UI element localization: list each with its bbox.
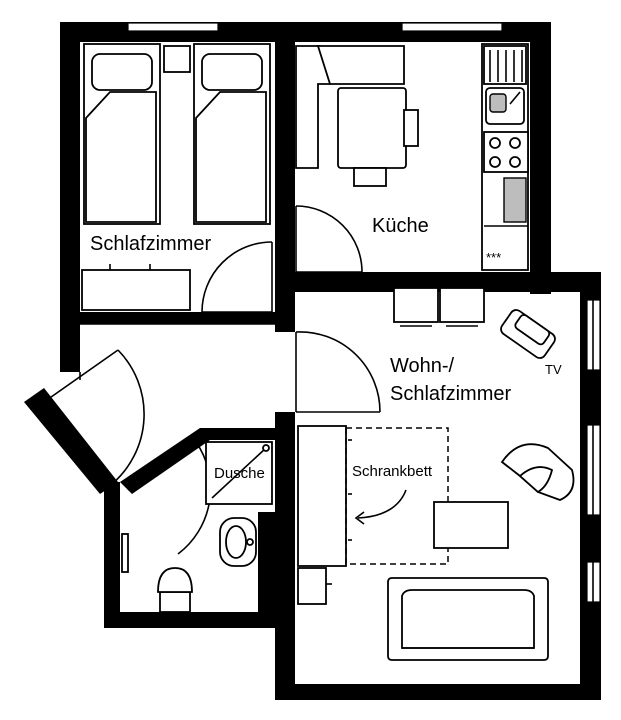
- chair: [353, 167, 387, 187]
- door-swing-icon: [201, 241, 273, 313]
- windows: [127, 22, 601, 603]
- tv-icon: [500, 309, 556, 359]
- bathroom: Dusche: [121, 441, 273, 613]
- bedroom-room: Schlafzimmer: [81, 43, 273, 313]
- coffee-table: [433, 501, 509, 549]
- living-label-line1: Wohn-/: [390, 355, 455, 377]
- door-swing-icon: [295, 331, 381, 413]
- tv-label: TV: [545, 362, 562, 377]
- arrow-icon: [354, 489, 407, 525]
- wall-bed-label: Schrankbett: [352, 463, 433, 480]
- towel-rail: [121, 533, 129, 573]
- wall-bed-cabinet: [297, 425, 347, 567]
- wardrobe: [81, 269, 191, 311]
- stool: [439, 287, 485, 323]
- fridge: [503, 177, 527, 223]
- bedroom-label: Schlafzimmer: [90, 233, 211, 255]
- living-label-line2: Schlafzimmer: [390, 383, 511, 405]
- nightstand: [163, 45, 191, 73]
- small-shelf: [297, 567, 327, 605]
- living-room: TV Wohn-/ Schlafzimmer Schrankbett: [295, 287, 575, 661]
- sofa-icon: [387, 577, 549, 661]
- bed-icon: [193, 43, 271, 225]
- stool: [393, 287, 439, 323]
- sink-icon: [219, 517, 257, 567]
- door-swing-icon: [43, 349, 145, 485]
- toilet-icon: [157, 567, 193, 613]
- hob-marks: ***: [486, 250, 501, 265]
- wall-bed-open-outline: [345, 427, 449, 565]
- kitchen-table: [337, 87, 407, 169]
- stove-icon: [483, 131, 529, 173]
- kitchen-room: *** Küche: [295, 43, 529, 273]
- door-swing-icon: [295, 205, 363, 273]
- hall: [43, 323, 275, 485]
- shower-label: Dusche: [214, 465, 265, 482]
- bed-icon: [83, 43, 161, 225]
- armchair-icon: [500, 443, 575, 501]
- kitchen-label: Küche: [372, 215, 429, 237]
- chair: [403, 109, 419, 147]
- sink-icon: [485, 87, 525, 125]
